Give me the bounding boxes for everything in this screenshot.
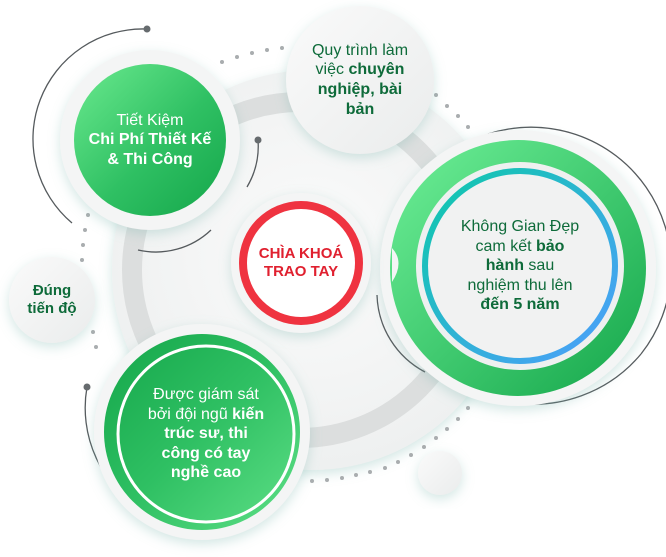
process-line-1: Quy trình làm — [312, 41, 408, 61]
process-text: Quy trình làm — [311, 41, 409, 59]
supervision-text: Được giám sát — [153, 386, 259, 404]
process-text-bold: bản — [345, 100, 375, 118]
process-text-bold: chuyên — [348, 61, 405, 79]
warranty-line-4: nghiệm thu lên — [468, 276, 573, 296]
node-on-schedule: Đúng tiến độ — [9, 257, 95, 343]
cost-saving-line-3: & Thi Công — [107, 150, 193, 168]
node-warranty: Không Gian Đẹp cam kết bảo hành sau nghi… — [428, 174, 612, 358]
process-line-3: nghiệp, bài — [318, 80, 402, 100]
decorative-bubble — [418, 451, 462, 495]
center-circle — [247, 209, 355, 317]
warranty-line-2: cam kết bảo — [476, 237, 565, 257]
node-cost-saving-circle — [74, 64, 226, 216]
warranty-text-bold: hành — [485, 257, 524, 275]
supervision-text-bold: nghề cao — [170, 464, 242, 482]
schedule-line-1: Đúng — [32, 281, 72, 299]
supervision-line-3: trúc sư, thi — [164, 424, 248, 444]
process-text-bold: nghiệp, bài — [317, 81, 403, 98]
process-line-4: bản — [346, 100, 374, 120]
supervision-text: bởi đội ngũ — [147, 405, 233, 423]
node-supervision: Được giám sát bởi đội ngũ kiến trúc sư, … — [118, 346, 294, 522]
supervision-line-1: Được giám sát — [153, 385, 259, 405]
warranty-text-bold: đến 5 năm — [480, 296, 560, 314]
node-warranty-circle — [428, 174, 612, 358]
warranty-text-bold: bảo — [536, 237, 565, 255]
node-schedule-circle — [9, 257, 95, 343]
supervision-text-bold: kiến — [232, 405, 265, 423]
warranty-text: nghiệm thu lên — [467, 276, 573, 294]
center-label: CHÌA KHOÁ TRAO TAY — [247, 209, 355, 317]
supervision-line-4: công có tay — [162, 444, 251, 464]
supervision-text-bold: công có tay — [161, 444, 251, 462]
center-line-1: CHÌA KHOÁ — [258, 244, 344, 262]
cost-saving-line-2: Chi Phí Thiết Kế — [88, 131, 212, 149]
center-line-2: TRAO TAY — [263, 263, 339, 280]
warranty-text: sau — [523, 257, 555, 275]
process-text: việc — [315, 61, 349, 79]
supervision-line-2: bởi đội ngũ kiến — [148, 405, 264, 425]
node-professional-process: Quy trình làm việc chuyên nghiệp, bài bả… — [286, 6, 434, 154]
schedule-line-2: tiến độ — [27, 300, 77, 317]
node-supervision-inner-ring — [116, 344, 296, 524]
warranty-text: Không Gian Đẹp — [460, 218, 580, 236]
node-process-circle — [286, 6, 434, 154]
warranty-line-5: đến 5 năm — [480, 295, 559, 315]
warranty-line-3: hành sau — [486, 256, 554, 276]
cost-saving-line-1: Tiết Kiệm — [116, 111, 184, 129]
process-line-2: việc chuyên — [316, 60, 405, 80]
warranty-text: cam kết — [475, 237, 536, 255]
node-cost-saving: Tiết Kiệm Chi Phí Thiết Kế & Thi Công — [74, 64, 226, 216]
warranty-line-1: Không Gian Đẹp — [461, 217, 579, 237]
node-supervision-outer — [104, 334, 300, 530]
supervision-text-bold: trúc sư, thi — [164, 425, 248, 443]
supervision-line-5: nghề cao — [171, 463, 241, 483]
